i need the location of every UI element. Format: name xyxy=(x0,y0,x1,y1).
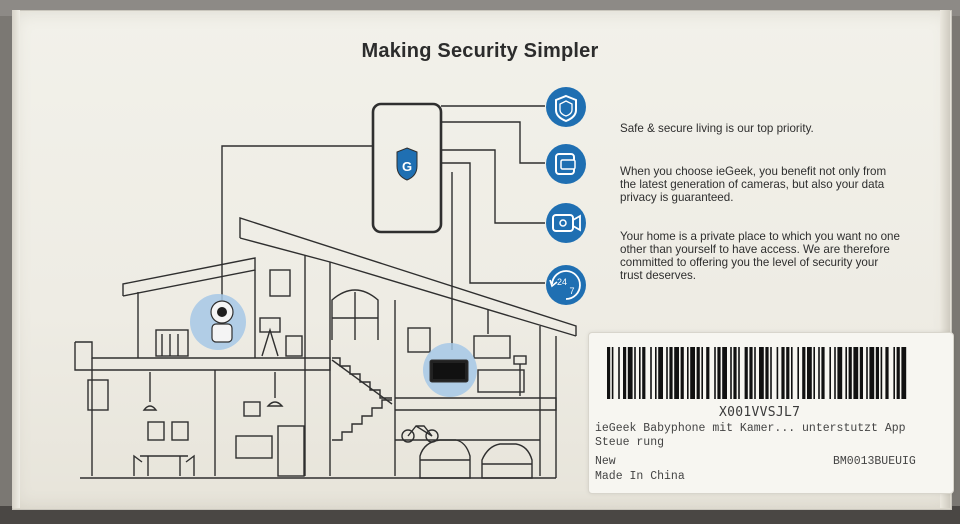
barcode-bar xyxy=(674,347,679,399)
barcode-bar xyxy=(834,347,836,399)
barcode-bar xyxy=(802,347,806,399)
monitor-highlight xyxy=(423,343,477,397)
svg-text:7: 7 xyxy=(569,286,574,296)
barcode-bar xyxy=(770,347,772,399)
paragraph-privacy: When you choose ieGeek, you benefit not … xyxy=(620,165,887,204)
paragraph-priority: Safe & secure living is our top priority… xyxy=(620,122,814,135)
barcode-bar xyxy=(845,347,847,399)
barcode-bar xyxy=(722,347,727,399)
barcode-bar xyxy=(730,347,732,399)
box-title: Making Security Simpler xyxy=(361,40,599,62)
barcode-bar xyxy=(627,347,633,399)
barcode-bar xyxy=(781,347,785,399)
barcode-bar xyxy=(658,347,663,399)
box-edge-right xyxy=(940,10,950,508)
barcode-bar xyxy=(866,347,868,399)
barcode-bar xyxy=(821,347,825,399)
label-product: ieGeek Babyphone mit Kamer... unterstutz… xyxy=(595,422,906,449)
background-bottom xyxy=(0,506,960,524)
barcode-bar xyxy=(880,347,883,399)
barcode-bar xyxy=(701,347,703,399)
label-condition: New xyxy=(595,455,616,468)
camera-highlight xyxy=(190,294,246,350)
barcode-bar xyxy=(807,347,812,399)
barcode xyxy=(607,347,907,399)
barcode-bar xyxy=(754,347,756,399)
barcode-bar xyxy=(797,347,799,399)
barcode-bar xyxy=(759,347,764,399)
barcode-bar xyxy=(717,347,721,399)
brand-shield-icon: G xyxy=(396,147,418,181)
barcode-bar xyxy=(680,347,684,399)
label-origin: Made In China xyxy=(595,470,685,483)
barcode-bar xyxy=(829,347,831,399)
barcode-bar xyxy=(714,347,716,399)
barcode-bar xyxy=(650,347,652,399)
barcode-bar xyxy=(749,347,753,399)
barcode-bar xyxy=(744,347,748,399)
barcode-bar xyxy=(896,347,900,399)
svg-text:24: 24 xyxy=(557,277,567,287)
barcode-bar xyxy=(696,347,700,399)
barcode-bar xyxy=(875,347,879,399)
barcode-bar xyxy=(738,347,740,399)
barcode-bar xyxy=(837,347,843,399)
barcode-bar xyxy=(885,347,889,399)
barcode-bar xyxy=(848,347,852,399)
barcode-bar xyxy=(786,347,790,399)
barcode-bar xyxy=(869,347,875,399)
barcode-bar xyxy=(642,347,646,399)
barcode-bar xyxy=(818,347,820,399)
barcode-bar xyxy=(791,347,793,399)
label-fnsku: BM0013BUEUIG xyxy=(833,455,916,468)
barcode-bar xyxy=(618,347,620,399)
support-24-7-icon: 24 7 xyxy=(546,265,586,305)
svg-text:G: G xyxy=(402,159,412,174)
phone-outline xyxy=(371,102,443,234)
barcode-bar xyxy=(634,347,636,399)
label-code: X001VVSJL7 xyxy=(719,405,801,420)
barcode-bar xyxy=(669,347,673,399)
barcode-bar xyxy=(733,347,737,399)
shield-icon xyxy=(546,87,586,127)
paragraph-home: Your home is a private place to which yo… xyxy=(620,230,900,282)
barcode-bar xyxy=(776,347,779,399)
barcode-bar xyxy=(607,347,611,399)
barcode-bar xyxy=(655,347,657,399)
barcode-bar xyxy=(813,347,815,399)
fnsku-label: X001VVSJL7 ieGeek Babyphone mit Kamer...… xyxy=(588,332,954,494)
barcode-bar xyxy=(666,347,668,399)
barcode-bar xyxy=(687,347,689,399)
message-icon xyxy=(546,144,586,184)
barcode-bar xyxy=(639,347,641,399)
barcode-bar xyxy=(853,347,859,399)
barcode-bar xyxy=(859,347,863,399)
barcode-bar xyxy=(893,347,895,399)
box-edge-left xyxy=(12,10,20,508)
barcode-bar xyxy=(690,347,695,399)
barcode-bar xyxy=(765,347,769,399)
barcode-bar xyxy=(706,347,710,399)
barcode-bar xyxy=(611,347,614,399)
camera-icon xyxy=(546,203,586,243)
barcode-bar xyxy=(901,347,907,399)
barcode-bar xyxy=(623,347,627,399)
